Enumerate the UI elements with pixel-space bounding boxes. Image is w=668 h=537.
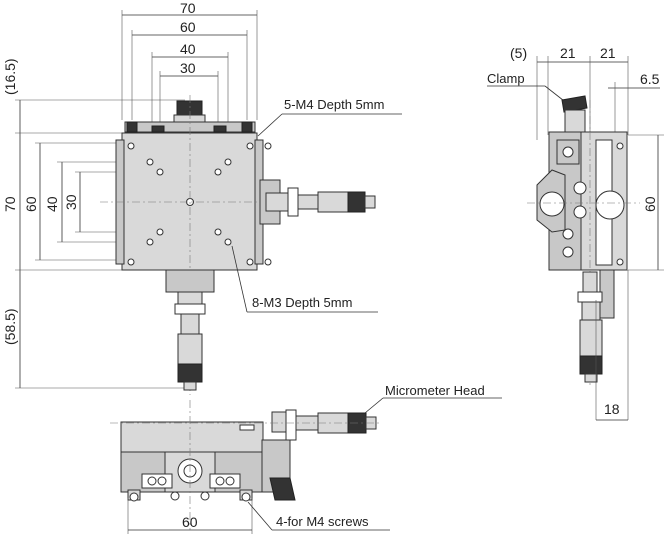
offset-bottom-dim: (58.5) [2,308,18,345]
side-view: (5) 21 21 6.5 Clamp 60 [487,45,664,421]
width-dim-40: 40 [180,41,196,57]
height-dim-70: 70 [2,196,18,212]
top-view: 70 60 40 30 (16.5) 70 60 40 30 (58.5) [2,0,402,395]
height-dim-40: 40 [44,196,60,212]
clamp-label: Clamp [487,71,525,86]
side-dim-21b: 21 [600,45,616,61]
front-body [120,421,264,453]
screws-callout: 4-for M4 screws [276,514,369,529]
callout-m3: 8-M3 Depth 5mm [252,295,352,310]
micrometer-head-label: Micrometer Head [385,383,485,398]
side-dim-5: (5) [510,45,527,61]
height-dim-60: 60 [23,196,39,212]
side-dim-21a: 21 [560,45,576,61]
height-dim-30: 30 [63,194,79,210]
side-dim-18: 18 [604,401,620,417]
offset-top-dim: (16.5) [2,58,18,95]
front-view: Micrometer Head 60 [110,383,502,534]
width-dim-70: 70 [180,0,196,16]
side-dim-6-5: 6.5 [640,71,660,87]
width-dim-30: 30 [180,60,196,76]
callout-m4: 5-M4 Depth 5mm [284,97,384,112]
front-dim-60: 60 [182,514,198,530]
side-dim-60: 60 [642,196,658,212]
width-dim-60: 60 [180,19,196,35]
